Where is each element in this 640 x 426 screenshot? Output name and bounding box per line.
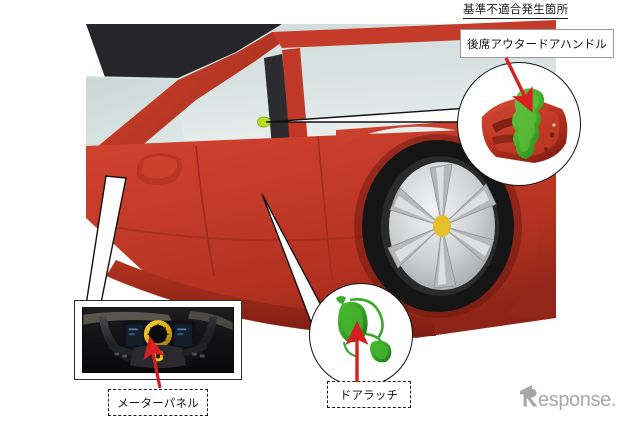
cluster-readout-1 [128,328,138,331]
cluster-readout-4 [177,333,184,336]
tachometer-center [150,326,166,342]
latch-body-highlight [342,306,364,338]
door-shut-line-front [195,145,215,277]
cluster-readout-2 [128,333,135,336]
wheel-button-4 [199,354,205,358]
response-logo: esponse. [516,382,628,412]
screw-hole-2 [544,147,548,151]
logo-wordmark: esponse. [538,389,616,411]
door-shut-line-rear [317,135,333,281]
wheel-button-2 [122,354,127,358]
steering-spoke-left [108,341,134,356]
wheel-button-1 [114,352,120,356]
wheel-button-3 [191,352,197,356]
roof-dark-area [86,24,282,80]
roof-rail [272,20,556,48]
steering-spoke-right [182,341,208,356]
logo-arrow-r-mark [520,385,538,407]
rear-handle-detail-circle [457,62,581,186]
emblem-horse [156,353,160,359]
car-illustration [83,18,557,348]
meter-panel-photo [82,307,234,373]
side-mirror-highlight [141,156,178,179]
a-pillar [86,32,296,164]
wheel-center-cap [433,215,451,237]
cluster-left-display [125,324,144,346]
cluster-readout-3 [177,328,187,331]
latch-cable-lower [342,341,357,358]
meter-panel-photo-frame [74,300,242,380]
page-title: 基準不適合発生箇所 [463,3,569,19]
label-meter-panel: メーターパネル [108,389,208,416]
label-door-latch: ドアラッチ [327,381,411,408]
screw-hole-1 [549,132,555,138]
screw-hole-3 [552,123,556,127]
label-rear-outer-door-handle: 後席アウタードアハンドル [460,29,614,58]
b-pillar [264,54,292,146]
latch-cable-upper [349,298,384,339]
latch-bracket-highlight [374,344,389,360]
wheel-spokes-light [394,166,490,285]
door-latch-detail-circle [309,283,413,387]
latch-stub [336,296,346,304]
